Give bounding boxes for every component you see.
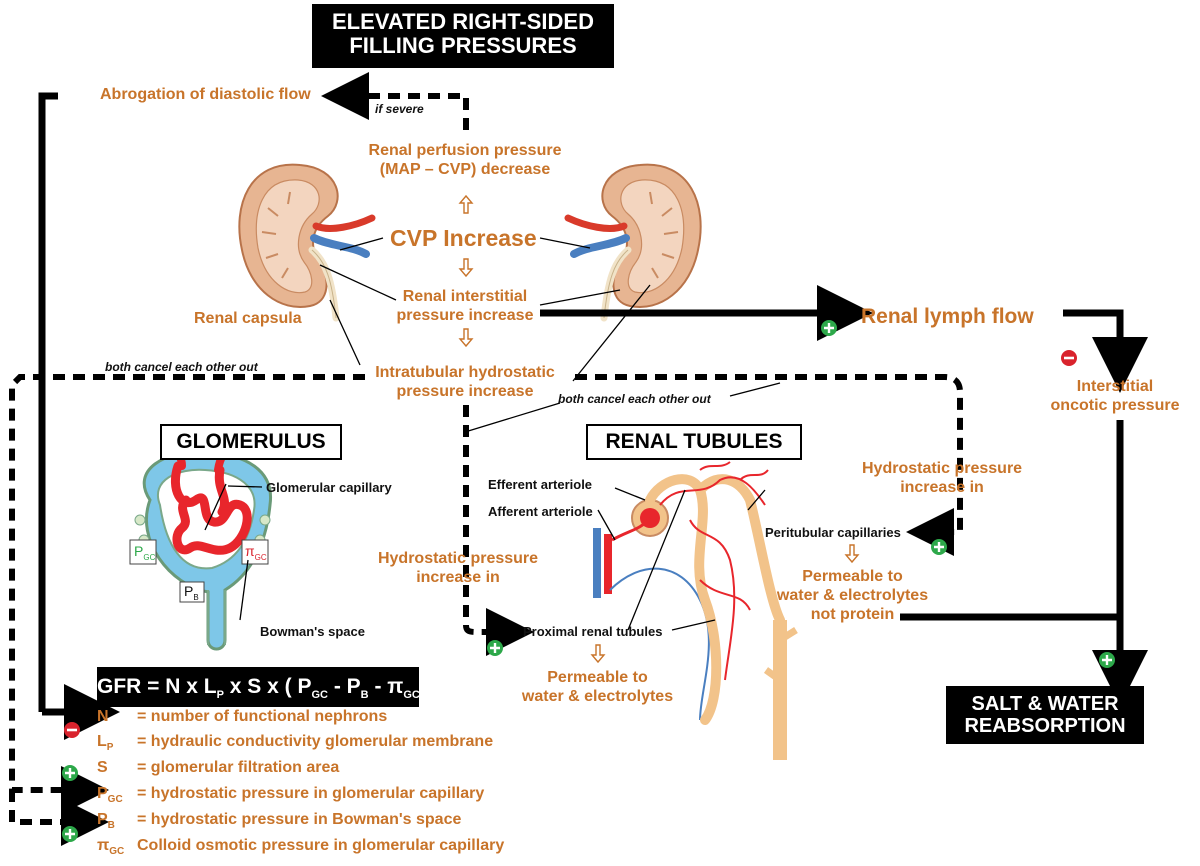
perfusion-label: Renal perfusion pressure (MAP – CVP) dec…: [368, 142, 562, 179]
permeable-electrolytes-label: Permeable to water & electrolytes: [521, 669, 674, 706]
pi-gc-label: πGC: [245, 543, 267, 562]
gfr-equation: GFR = N x LP x S x ( PGC - PB - πGC ): [97, 667, 433, 707]
p-gc-label: PGC: [134, 543, 156, 562]
down-arrow-icon: [844, 544, 860, 564]
hollow-arrows: [458, 194, 860, 664]
minus-icon: [64, 722, 80, 738]
permeable-not-protein-label: Permeable to water & electrolytes not pr…: [776, 568, 929, 624]
plus-icon: [487, 640, 503, 656]
glomerulus-illustration: [129, 442, 273, 651]
cancel-right-label: both cancel each other out: [558, 392, 711, 406]
hydrostatic-pressure-right-label: Hydrostatic pressure increase in: [862, 460, 1023, 497]
down-arrow-icon: [458, 328, 474, 348]
intratubular-label: Intratubular hydrostatic pressure increa…: [375, 364, 555, 401]
renal-lymph-flow-label: Renal lymph flow: [861, 305, 1034, 328]
sign-markers: [62, 320, 1115, 842]
legend-row-s: S= glomerular filtration area: [97, 759, 340, 776]
renal-tubules-title: RENAL TUBULES: [586, 424, 802, 460]
dashed-flow-arrows: [9, 72, 963, 846]
header-line1: ELEVATED RIGHT-SIDED: [332, 9, 594, 34]
if-severe-label: if severe: [375, 102, 424, 116]
legend-row-lp: LP= hydraulic conductivity glomerular me…: [97, 733, 494, 754]
plus-icon: [62, 826, 78, 842]
leader-lines: [204, 237, 781, 631]
legend-row-pgc: PGC= hydrostatic pressure in glomerular …: [97, 785, 485, 806]
up-arrow-icon: [458, 194, 474, 214]
oncotic-pressure-label: Interstitial oncotic pressure: [1050, 378, 1180, 415]
cancel-left-label: both cancel each other out: [105, 360, 258, 374]
plus-icon: [1099, 652, 1115, 668]
right-kidney-illustration: [564, 163, 702, 322]
hydrostatic-pressure-left-label: Hydrostatic pressure increase in: [377, 550, 539, 587]
header-line2: FILLING PRESSURES: [349, 33, 577, 59]
salt-line2: REABSORPTION: [964, 715, 1126, 737]
p-b-label: PB: [184, 583, 199, 602]
plus-icon: [62, 765, 78, 781]
down-arrow-icon: [590, 644, 606, 664]
afferent-arteriole-label: Afferent arteriole: [488, 504, 593, 519]
interstitial-pressure-label: Renal interstitial pressure increase: [396, 288, 534, 325]
legend-row-n: N= number of functional nephrons: [97, 708, 388, 725]
efferent-arteriole-label: Efferent arteriole: [488, 477, 593, 492]
abrogation-label: Abrogation of diastolic flow: [100, 86, 311, 103]
plus-icon: [931, 539, 947, 555]
legend-row-pb: PB= hydrostatic pressure in Bowman's spa…: [97, 811, 462, 832]
bowmans-space-label: Bowman's space: [260, 624, 365, 639]
header-box: ELEVATED RIGHT-SIDED FILLING PRESSURES: [312, 4, 614, 68]
left-kidney-illustration: [238, 163, 376, 322]
solid-flow-arrows: [38, 92, 1148, 740]
salt-water-box: SALT & WATER REABSORPTION: [946, 686, 1144, 744]
proximal-tubules-label: Proximal renal tubules: [523, 624, 663, 639]
glomerulus-title: GLOMERULUS: [160, 424, 342, 460]
down-arrow-icon: [458, 258, 474, 278]
salt-line1: SALT & WATER: [971, 693, 1119, 715]
plus-icon: [821, 320, 837, 336]
minus-icon: [1061, 350, 1077, 366]
glomerular-capillary-label: Glomerular capillary: [266, 480, 392, 495]
peritubular-capillaries-label: Peritubular capillaries: [765, 525, 901, 540]
cvp-increase-label: CVP Increase: [390, 225, 537, 251]
renal-capsula-label: Renal capsula: [194, 310, 302, 327]
